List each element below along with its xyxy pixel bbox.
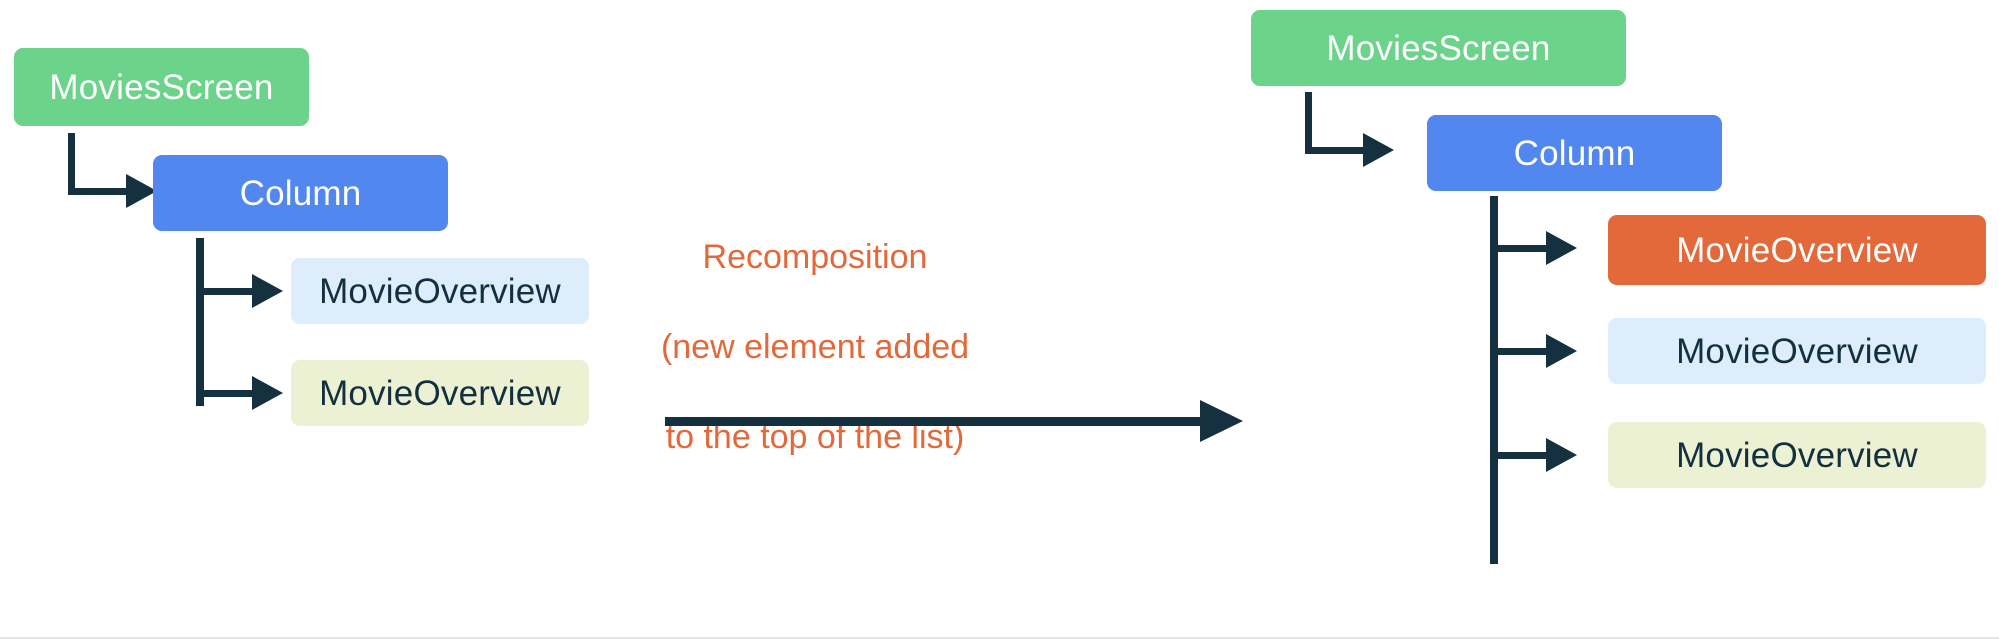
after-connector-screen-to-column-horizontal	[1305, 147, 1367, 154]
before-node-column: Column	[153, 155, 448, 231]
before-connector-branch-1	[196, 288, 258, 295]
transition-arrow-shaft	[665, 417, 1205, 426]
after-arrowhead-movie-overview-new	[1546, 231, 1577, 265]
transition-label-line-1: Recomposition	[702, 238, 928, 276]
after-connector-branch-2	[1490, 348, 1552, 355]
after-node-movie-overview-2: MovieOverview	[1608, 422, 1986, 488]
after-node-movies-screen: MoviesScreen	[1251, 10, 1626, 86]
before-node-movies-screen-label: MoviesScreen	[49, 67, 274, 107]
transition-arrowhead	[1200, 400, 1243, 442]
before-connector-screen-to-column-horizontal	[68, 188, 130, 195]
after-connector-screen-to-column-vertical	[1305, 92, 1312, 154]
transition-label-line-2: (new element added	[660, 328, 970, 366]
after-connector-branch-1	[1490, 245, 1552, 252]
before-connector-column-trunk	[196, 238, 204, 406]
after-arrowhead-movie-overview-1	[1546, 334, 1577, 368]
after-node-movie-overview-1-label: MovieOverview	[1676, 331, 1918, 371]
before-node-movie-overview-2-label: MovieOverview	[319, 373, 561, 413]
after-node-movie-overview-2-label: MovieOverview	[1676, 435, 1918, 475]
after-arrowhead-movie-overview-2	[1546, 438, 1577, 472]
after-connector-column-trunk	[1490, 196, 1498, 564]
before-node-movie-overview-2: MovieOverview	[291, 360, 589, 426]
after-node-column-label: Column	[1513, 133, 1636, 173]
before-connector-screen-to-column-vertical	[68, 133, 75, 195]
before-arrowhead-to-column	[126, 174, 157, 208]
transition-label: Recomposition (new element added to the …	[660, 190, 970, 505]
before-node-column-label: Column	[239, 173, 362, 213]
before-node-movies-screen: MoviesScreen	[14, 48, 309, 126]
after-node-movies-screen-label: MoviesScreen	[1326, 28, 1551, 68]
footer-divider	[0, 637, 1999, 639]
before-arrowhead-movie-overview-1	[252, 274, 283, 308]
after-node-movie-overview-new-label: MovieOverview	[1676, 230, 1918, 270]
before-node-movie-overview-1-label: MovieOverview	[319, 271, 561, 311]
before-arrowhead-movie-overview-2	[252, 376, 283, 410]
after-node-column: Column	[1427, 115, 1722, 191]
after-node-movie-overview-new: MovieOverview	[1608, 215, 1986, 285]
before-node-movie-overview-1: MovieOverview	[291, 258, 589, 324]
after-arrowhead-to-column	[1363, 133, 1394, 167]
before-connector-branch-2	[196, 390, 258, 397]
after-connector-branch-3	[1490, 452, 1552, 459]
after-node-movie-overview-1: MovieOverview	[1608, 318, 1986, 384]
